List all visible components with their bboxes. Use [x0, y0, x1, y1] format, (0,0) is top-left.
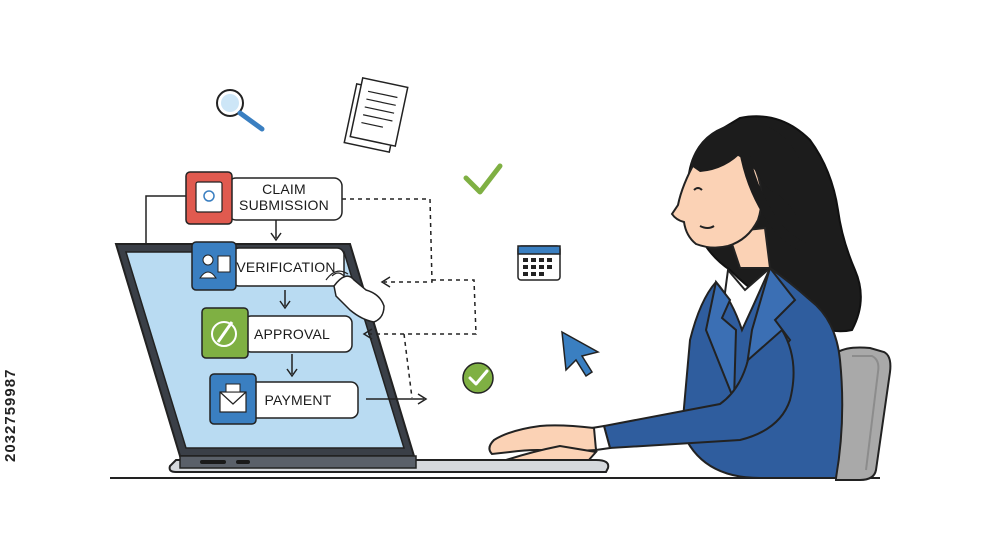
stock-image-id: 2032759987 — [2, 368, 19, 462]
hand-pointer-icon — [325, 270, 385, 323]
process-connectors — [145, 195, 477, 405]
check-circle-icon — [462, 362, 494, 394]
step-claim-submission: CLAIM SUBMISSION — [185, 171, 343, 225]
search-icon — [216, 89, 265, 132]
step-label-claim-line2: SUBMISSION — [239, 197, 329, 213]
step-payment: PAYMENT — [209, 373, 359, 425]
step-verification: VERIFICATION — [191, 241, 345, 291]
checkmark-icon — [463, 163, 503, 195]
step-label-verification: VERIFICATION — [236, 259, 335, 275]
chair-icon — [834, 346, 892, 481]
cursor-arrow-icon — [561, 330, 601, 378]
document-icon — [343, 76, 409, 154]
step-approval: APPROVAL — [201, 307, 353, 359]
step-label-claim-line1: CLAIM — [262, 181, 306, 197]
calendar-icon — [517, 245, 561, 281]
step-label-payment: PAYMENT — [265, 392, 332, 408]
step-label-approval: APPROVAL — [254, 326, 330, 342]
woman-icon — [488, 115, 862, 479]
